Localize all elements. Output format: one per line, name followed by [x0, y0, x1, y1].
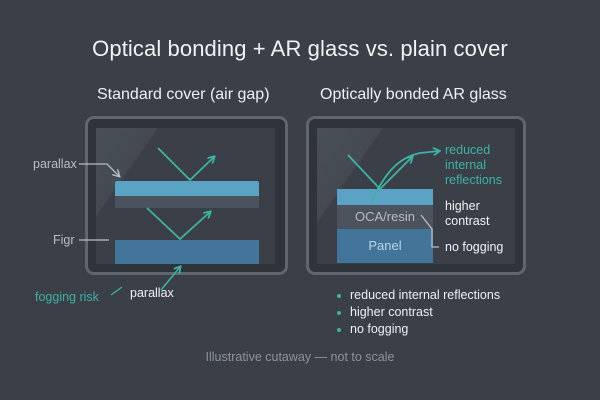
bullet-dot-icon: [337, 293, 341, 298]
benefit-item: no fogging: [337, 321, 500, 338]
left-internal-reflection-ray: [146, 207, 210, 241]
callout-line: reduced: [445, 143, 491, 157]
higher-contrast-callout: higher contrast: [445, 199, 489, 229]
callout-line: internal: [445, 158, 486, 172]
right-panel-title: Optically bonded AR glass: [320, 86, 507, 103]
footer-note: Illustrative cutaway — not to scale: [205, 350, 395, 364]
fogging-risk-label: fogging risk: [35, 290, 99, 304]
benefit-text: no fogging: [350, 322, 409, 336]
oca-layer: OCA/resin: [337, 205, 433, 229]
callout-line: higher: [445, 199, 480, 213]
left-top-reflection-ray: [157, 147, 214, 182]
no-fogging-callout: no fogging: [445, 240, 504, 254]
parallax-top-label: parallax: [33, 157, 77, 171]
bullet-dot-icon: [337, 327, 341, 332]
reduced-reflections-callout: reduced internal reflections: [445, 143, 502, 188]
benefit-text: reduced internal reflections: [350, 288, 501, 302]
right-internal-reflection-ray: [370, 151, 439, 203]
benefit-item: reduced internal reflections: [337, 287, 500, 304]
display-panel-layer: Panel: [337, 229, 433, 263]
bullet-dot-icon: [337, 310, 341, 315]
left-air-gap: [115, 196, 259, 208]
figr-label: Figr: [53, 233, 75, 247]
benefit-item: higher contrast: [337, 304, 500, 321]
benefit-text: higher contrast: [350, 305, 433, 319]
parallax-bottom-label: parallax: [130, 286, 174, 300]
callout-line: reflections: [445, 173, 502, 187]
oca-leader-line: [420, 214, 439, 248]
benefits-list: reduced internal reflections higher cont…: [337, 287, 500, 338]
bottom-parallax-arrow: [160, 267, 180, 291]
callout-line: contrast: [445, 214, 490, 228]
right-surface-reflection-ray: [347, 154, 412, 191]
right-ar-cover-glass: [337, 189, 433, 205]
page-title: Optical bonding + AR glass vs. plain cov…: [92, 36, 508, 61]
parallax-leader-line: [79, 163, 119, 176]
left-panel-title: Standard cover (air gap): [97, 86, 270, 103]
fogging-risk-leader: [110, 286, 123, 296]
left-display-panel: [115, 240, 259, 264]
left-cover-glass: [115, 181, 259, 196]
